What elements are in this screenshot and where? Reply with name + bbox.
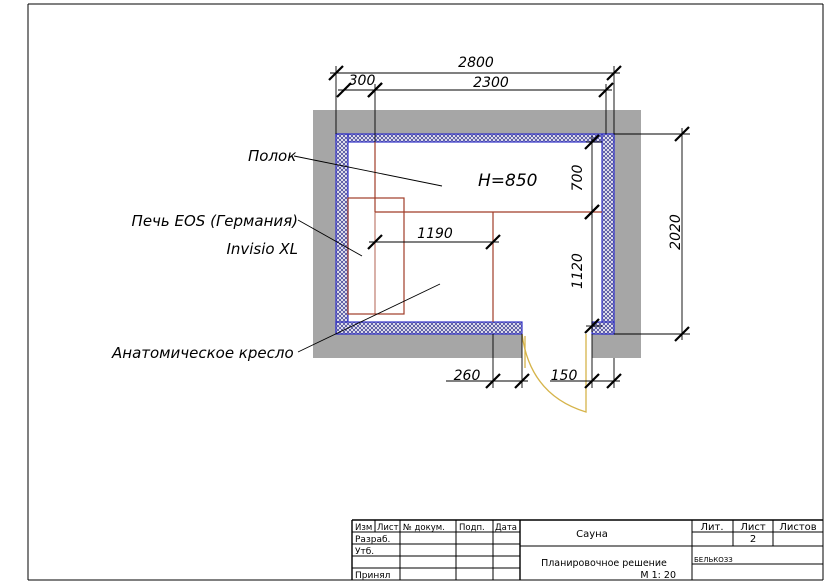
dimension-lines — [328, 65, 690, 389]
dim-bench-depth-side: 1120 — [570, 253, 586, 289]
dimension-tick — [606, 65, 622, 81]
dim-bench-depth-top: 700 — [570, 165, 586, 192]
title-header-date: Дата — [495, 523, 517, 533]
title-row-developed: Разраб. — [355, 535, 390, 545]
dim-wall-thickness: 300 — [349, 73, 376, 89]
title-scale: М 1: 20 — [640, 570, 676, 581]
wall-segment — [313, 110, 336, 358]
dimension-tick — [336, 82, 352, 98]
title-sheet-header: Лист — [740, 522, 766, 533]
label-stove-name: Печь EOS (Германия) — [132, 212, 298, 230]
stove-outline — [347, 197, 405, 315]
dimension-tick — [584, 134, 600, 150]
dim-overall-depth: 2020 — [668, 214, 684, 250]
dimension-tick — [674, 126, 690, 142]
leader-lines — [293, 155, 443, 353]
dimension-tick — [367, 234, 383, 250]
dim-seat-width: 1190 — [417, 226, 453, 242]
chair-outline — [374, 197, 405, 315]
dimension-tick — [328, 65, 344, 81]
sauna-walls — [313, 110, 641, 358]
dimension-tick — [367, 82, 383, 98]
title-row-accepted: Принял — [355, 571, 390, 581]
label-bench-height: H=850 — [478, 171, 537, 191]
title-sheet-number: 2 — [750, 534, 756, 545]
title-row-approved: Утб. — [355, 547, 374, 557]
title-company: БЕЛЬКОЗЗ — [694, 556, 733, 564]
label-bench: Полок — [248, 147, 296, 165]
sheet-frame — [27, 3, 824, 581]
dim-inner-width: 2300 — [473, 75, 509, 91]
wall-segment — [614, 110, 641, 358]
dim-overall-width: 2800 — [458, 55, 494, 71]
wall-segment — [592, 334, 641, 358]
dimension-tick — [584, 204, 600, 220]
dim-wall-left-of-door: 260 — [454, 368, 481, 384]
dim-wall-right-of-door: 150 — [551, 368, 578, 384]
title-header-sheet: Лист — [377, 523, 399, 533]
title-header-change: Изм — [355, 523, 372, 533]
dimension-tick — [598, 82, 614, 98]
title-header-signature: Подп. — [459, 523, 485, 533]
title-sheets-header: Листов — [779, 522, 816, 533]
bench-outline — [374, 142, 602, 322]
dimension-tick — [514, 373, 530, 389]
title-sheet-title: Планировочное решение — [541, 558, 667, 569]
label-chair: Анатомическое кресло — [111, 344, 294, 362]
title-object-name: Сауна — [576, 529, 608, 540]
dimension-tick — [606, 373, 622, 389]
title-header-doc-number: № докум. — [403, 523, 445, 533]
wall-segment — [313, 334, 522, 358]
title-lit-header: Лит. — [700, 522, 723, 533]
title-block — [351, 519, 823, 580]
label-stove-model: Invisio XL — [226, 240, 298, 258]
dimension-tick — [584, 318, 600, 334]
wall-insulation — [335, 133, 615, 335]
wall-segment — [313, 110, 641, 134]
dimension-tick — [485, 234, 501, 250]
dimension-tick — [674, 326, 690, 342]
